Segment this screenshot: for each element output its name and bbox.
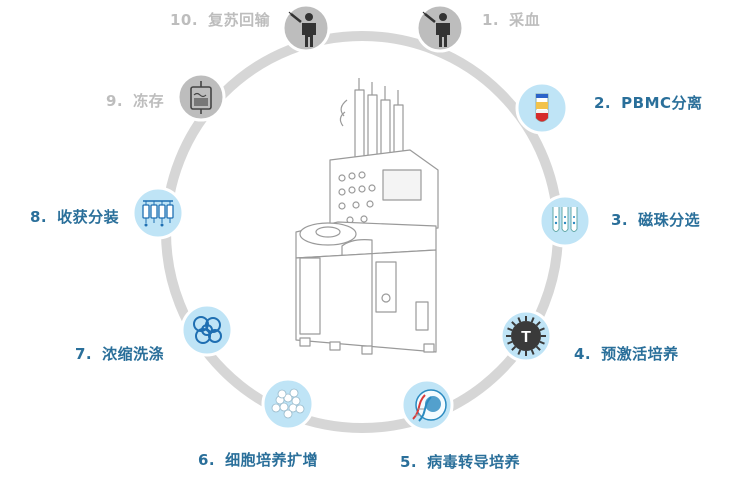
step-node-8: [131, 186, 185, 240]
freeze-bag-icon: [190, 81, 212, 114]
step-node-5: [400, 378, 454, 432]
step-label-1: 1.采血: [482, 11, 541, 29]
panel-knobs: [338, 171, 376, 224]
step-label-5: 5.病毒转导培养: [400, 453, 521, 471]
step-label-10: 10.复苏回输: [170, 11, 271, 29]
step-label-8: 8.收获分装: [30, 208, 120, 226]
display-screen: [382, 169, 422, 201]
t-cell-icon: T: [506, 316, 546, 356]
cell-rings-icon: [193, 316, 222, 344]
step-label-4: 4.预激活培养: [574, 345, 679, 363]
syringe-columns: [339, 78, 404, 171]
wheels: [299, 337, 435, 355]
test-tubes-icon: [552, 207, 578, 232]
step-node-9: [176, 72, 226, 122]
cell-cluster-icon: [271, 388, 305, 419]
step-label-2: 2.PBMC分离: [594, 94, 703, 112]
step-label-7: 7.浓缩洗涤: [75, 345, 165, 363]
step-node-1: [415, 3, 465, 53]
person-syringe-icon: [422, 11, 450, 47]
bag-array-icon: [142, 200, 174, 227]
cell-processing-machine: [295, 78, 439, 355]
step-node-2: [515, 81, 569, 135]
step-node-7: [180, 303, 234, 357]
step-label-3: 3.磁珠分选: [611, 211, 701, 229]
step-label-6: 6.细胞培养扩增: [198, 451, 319, 469]
step-node-3: [538, 194, 592, 248]
dna-virus-icon: [412, 389, 447, 422]
person-syringe-icon: [288, 11, 316, 47]
lower-cabinet: [295, 249, 437, 353]
step-node-4: T: [499, 309, 553, 363]
test-tube-layers-icon: [535, 93, 549, 122]
svg-text:T: T: [521, 329, 531, 346]
step-node-10: [281, 3, 331, 53]
centrifuge-lid: [299, 222, 357, 246]
step-label-9: 9.冻存: [106, 92, 165, 110]
step-node-6: [261, 377, 315, 431]
